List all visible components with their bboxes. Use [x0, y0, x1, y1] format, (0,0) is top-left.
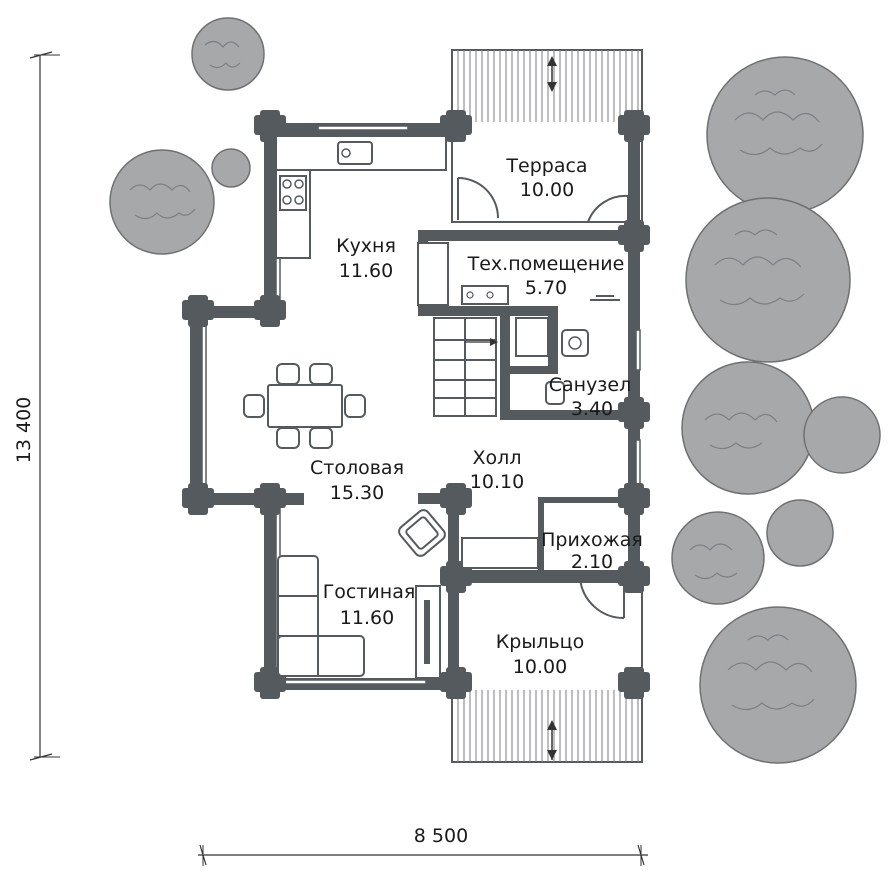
- room-area-bathroom: 3.40: [571, 398, 613, 420]
- doors: [457, 177, 629, 620]
- room-name-living: Гостиная: [323, 581, 416, 603]
- bathroom-fixtures: [545, 329, 589, 405]
- dimension-horizontal: [198, 844, 648, 866]
- room-name-porch: Крыльцо: [496, 631, 584, 653]
- tree-right-1: [706, 56, 864, 214]
- dimension-height-label: 13 400: [13, 397, 35, 463]
- room-area-dining: 15.30: [330, 482, 384, 504]
- tree-left-small: [211, 148, 251, 188]
- room-area-entrance: 2.10: [571, 551, 613, 573]
- kitchen-counter: [275, 135, 447, 259]
- hall-bench: [461, 537, 539, 569]
- armchair: [398, 509, 446, 557]
- room-name-bathroom: Санузел: [549, 374, 632, 396]
- room-name-entrance: Прихожая: [541, 529, 643, 551]
- room-labels: Терраса 10.00 Кухня 11.60 Тех.помещение …: [310, 155, 643, 678]
- room-name-kitchen: Кухня: [336, 235, 396, 257]
- tree-left-large: [109, 149, 215, 255]
- kitchen-fridge: [417, 242, 449, 306]
- porch-deck-bottom: [451, 581, 643, 763]
- tree-top-left: [191, 17, 265, 91]
- room-name-terrace: Терраса: [505, 155, 587, 177]
- tree-right-6: [766, 499, 834, 567]
- room-area-kitchen: 11.60: [339, 260, 393, 282]
- dimension-vertical: [29, 51, 60, 761]
- room-area-living: 11.60: [340, 607, 394, 629]
- dimension-width-label: 8 500: [414, 825, 468, 847]
- dining-table-set: [243, 363, 366, 449]
- room-area-porch: 10.00: [513, 656, 567, 678]
- tv-unit: [415, 585, 441, 679]
- tree-right-3: [681, 361, 815, 495]
- tree-right-2: [685, 197, 851, 363]
- trees: [109, 17, 881, 764]
- room-area-terrace: 10.00: [520, 179, 574, 201]
- tree-right-5: [671, 511, 765, 605]
- tree-right-7: [699, 606, 857, 764]
- tech-boiler: [461, 285, 549, 357]
- sofa: [277, 555, 365, 677]
- room-area-hall: 10.10: [470, 471, 524, 493]
- corner-posts: [182, 110, 650, 699]
- room-name-tech: Тех.помещение: [467, 253, 625, 275]
- tree-right-4: [803, 396, 881, 474]
- room-area-tech: 5.70: [525, 277, 567, 299]
- room-name-hall: Холл: [473, 447, 522, 469]
- room-name-dining: Столовая: [310, 457, 404, 479]
- staircase: [433, 317, 498, 417]
